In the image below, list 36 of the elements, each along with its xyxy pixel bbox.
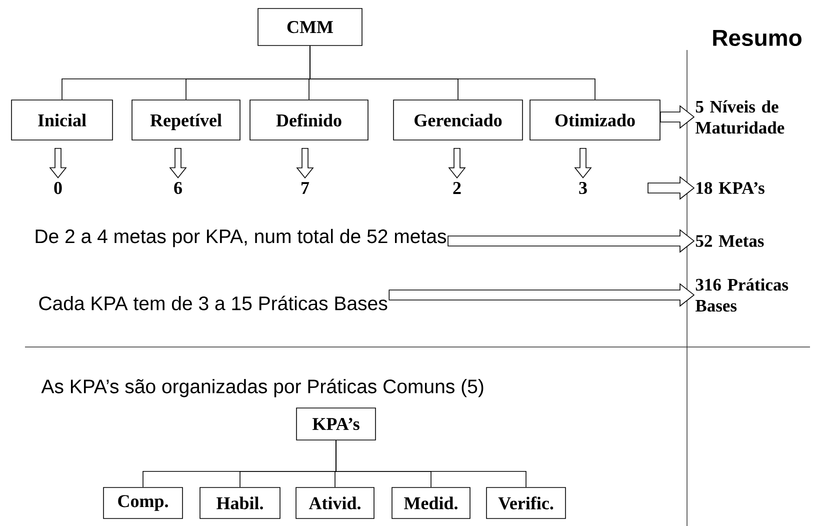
block-arrow (388, 283, 695, 307)
practice-box: Verific. (486, 487, 566, 519)
practice-box: KPA’s (296, 408, 376, 440)
summary-text: 316 Práticas Bases (696, 278, 788, 312)
practice-box: Medid. (392, 487, 470, 519)
summary-text: 18 KPA’s (696, 182, 764, 194)
block-arrow (296, 148, 314, 179)
count-number: 3 (579, 182, 587, 194)
summary-text: 52 Metas (696, 235, 764, 247)
statement-text: Cada KPA tem de 3 a 15 Práticas Bases (39, 296, 388, 310)
column-heading: Resumo (713, 30, 802, 46)
connector-line (336, 440, 526, 488)
count-number: 6 (174, 182, 182, 194)
summary-text: 5 Níveis de Maturidade (696, 100, 784, 134)
practice-box: Comp. (103, 487, 183, 519)
level-box: Otimizado (530, 100, 660, 140)
count-number: 0 (54, 182, 62, 194)
block-arrow (448, 229, 695, 253)
statement-text: As KPA’s são organizadas por Práticas Comuns (5) (41, 378, 484, 398)
block-arrow (574, 148, 592, 178)
statement-text: De 2 a 4 metas por KPA, num total de 52 metas (36, 228, 446, 248)
connector-line (310, 46, 596, 100)
practice-box: Ativid. (296, 487, 374, 519)
practice-box: Habil. (200, 487, 280, 519)
count-number: 2 (453, 182, 461, 194)
level-box: Repetível (132, 100, 240, 140)
block-arrow (448, 148, 466, 178)
block-arrow (49, 148, 67, 178)
level-box: Definido (250, 100, 368, 140)
level-box: Inicial (11, 100, 113, 140)
block-arrow (660, 105, 695, 129)
block-arrow (169, 148, 187, 178)
block-arrow (648, 176, 695, 200)
level-box: CMM (258, 8, 362, 46)
count-number: 7 (302, 182, 310, 194)
level-box: Gerenciado (393, 100, 523, 140)
